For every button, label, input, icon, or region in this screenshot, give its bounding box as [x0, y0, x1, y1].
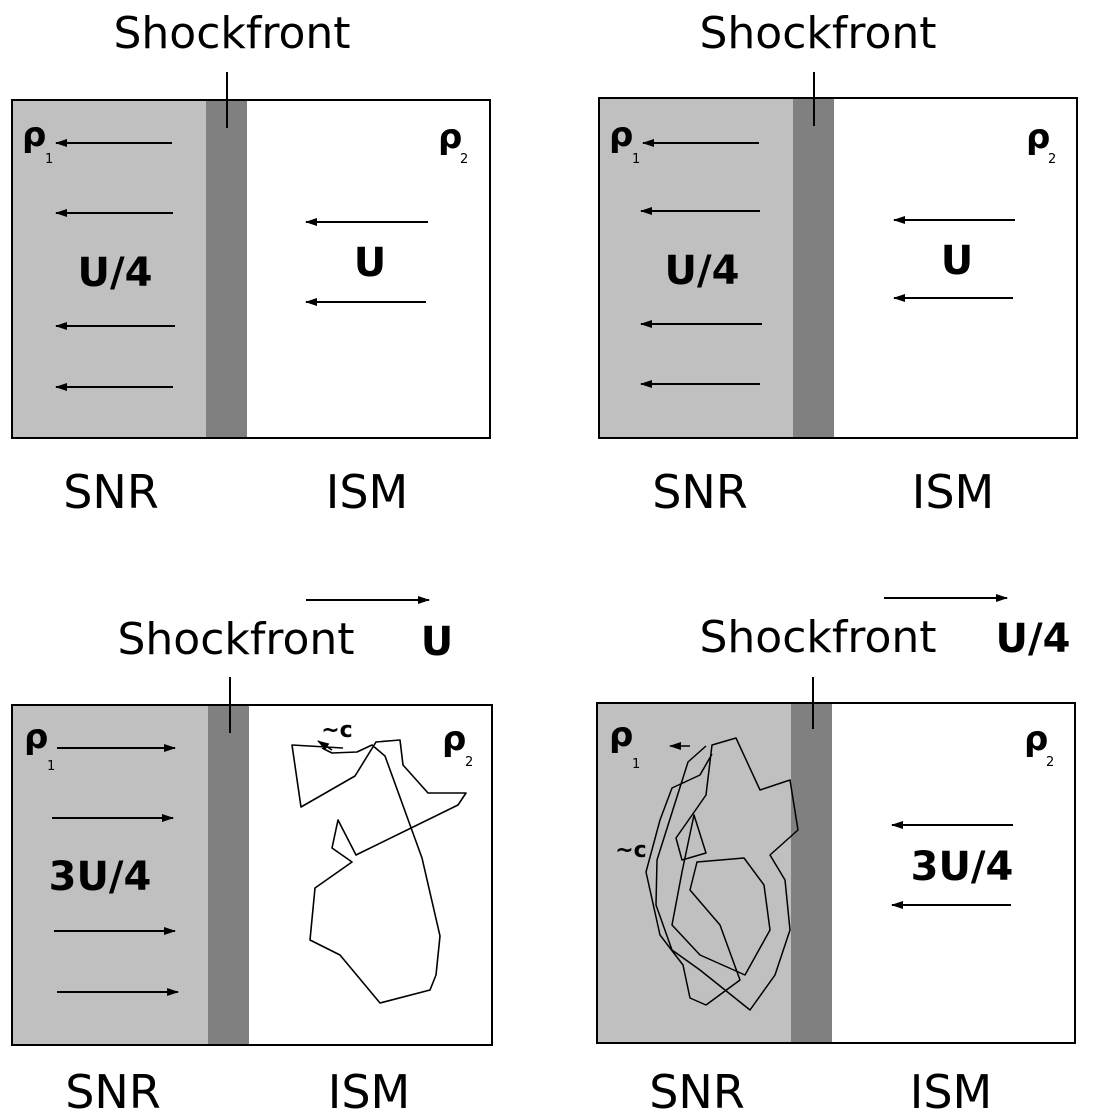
rho-2-subscript: 2: [460, 152, 468, 167]
rho-2-symbol: ρ: [1024, 719, 1048, 759]
ism-label: ISM: [328, 1065, 410, 1117]
ism-region: [249, 705, 492, 1045]
particle-direction-arrow: [317, 740, 333, 751]
ism-label: ISM: [910, 1065, 992, 1117]
particle-trajectory: [645, 737, 799, 1011]
rho-2-symbol: ρ: [442, 719, 466, 759]
rho-2-symbol: ρ: [438, 117, 462, 157]
panel-frame: [596, 702, 1076, 1044]
rho-1-symbol: ρ: [609, 115, 633, 155]
snr-label: SNR: [652, 465, 748, 519]
rho-1-subscript: 1: [632, 152, 640, 167]
shockfront-band: [791, 703, 832, 1043]
panel-top-left: Shockfront ρ 1 ρ 2 U/4 U SNR ISM: [11, 8, 491, 519]
panel-bottom-right: Shockfront U/4 ρ 1 ρ 2 ~c 3U/4 SNR ISM: [596, 594, 1076, 1117]
panel-bottom-left: Shockfront U ρ 1 ρ 2 3U/4 ~c SNR ISM: [11, 596, 493, 1117]
snr-label: SNR: [649, 1065, 745, 1117]
shockfront-label: Shockfront: [699, 8, 936, 59]
shockfront-label: Shockfront: [699, 612, 936, 663]
shock-velocity-label: U: [421, 619, 453, 665]
shock-velocity-label: U/4: [996, 616, 1071, 662]
snr-region: [12, 100, 206, 438]
ism-region: [834, 98, 1077, 438]
rho-1-symbol: ρ: [22, 115, 46, 155]
ism-velocity-label: 3U/4: [911, 844, 1014, 890]
rho-2-subscript: 2: [465, 755, 473, 770]
ism-label: ISM: [912, 465, 994, 519]
shockfront-label: Shockfront: [117, 614, 354, 665]
shockfront-band: [793, 98, 834, 438]
ism-velocity-label: U: [354, 240, 386, 286]
panel-frame: [11, 704, 493, 1046]
snr-velocity-label: U/4: [665, 248, 740, 294]
panel-top-right: Shockfront ρ 1 ρ 2 U/4 U SNR ISM: [598, 8, 1078, 519]
snr-region: [599, 98, 793, 438]
panel-frame: [11, 99, 491, 439]
rho-1-symbol: ρ: [609, 715, 633, 755]
shockfront-band: [206, 100, 247, 438]
rho-2-subscript: 2: [1048, 152, 1056, 167]
snr-velocity-label: 3U/4: [49, 854, 152, 900]
shockfront-band: [208, 705, 249, 1045]
rho-1-symbol: ρ: [24, 717, 48, 757]
snr-velocity-label: U/4: [78, 250, 153, 296]
rho-2-symbol: ρ: [1026, 117, 1050, 157]
rho-1-subscript: 1: [632, 757, 640, 772]
particle-speed-label: ~c: [615, 838, 646, 863]
particle-trajectory: [291, 739, 467, 1004]
shockfront-label: Shockfront: [113, 8, 350, 59]
ism-velocity-label: U: [941, 238, 973, 284]
snr-label: SNR: [63, 465, 159, 519]
particle-speed-label: ~c: [321, 718, 352, 743]
ism-region: [247, 100, 490, 438]
ism-label: ISM: [326, 465, 408, 519]
snr-label: SNR: [65, 1065, 161, 1117]
rho-2-subscript: 2: [1046, 755, 1054, 770]
rho-1-subscript: 1: [45, 152, 53, 167]
rho-1-subscript: 1: [47, 759, 55, 774]
ism-region: [832, 703, 1075, 1043]
panel-frame: [598, 97, 1078, 439]
